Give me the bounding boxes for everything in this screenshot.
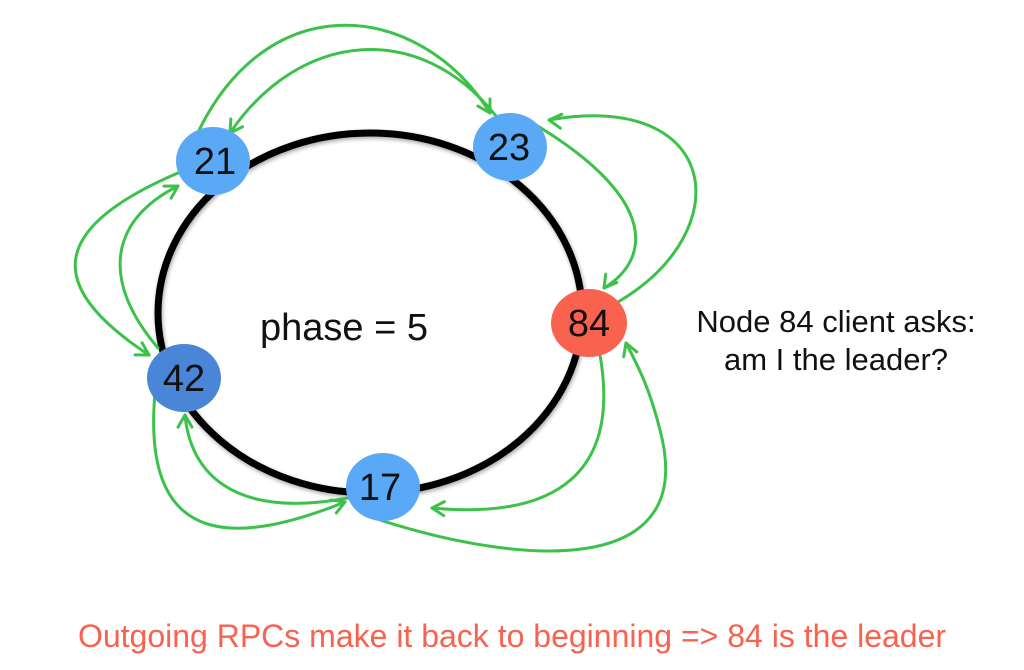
arrowhead-icon-84-to-17 bbox=[430, 500, 446, 518]
node-84-circle bbox=[551, 289, 627, 357]
phase-label: phase = 5 bbox=[260, 307, 428, 349]
annotation-line-1: Node 84 client asks: bbox=[696, 304, 975, 339]
arrowhead-icon-17-to-42 bbox=[176, 413, 194, 429]
rpc-arrow-42-to-21 bbox=[118, 184, 180, 350]
rpc-arrow-84-to-17 bbox=[430, 353, 606, 512]
node-17: 17 bbox=[346, 453, 420, 521]
node-21-circle bbox=[176, 127, 250, 195]
arrowhead-icon-23-to-84 bbox=[602, 272, 619, 290]
node-42-circle bbox=[147, 344, 221, 412]
arrowhead-icon-84-to-23 bbox=[547, 112, 564, 130]
rpc-arrows bbox=[73, 23, 698, 553]
rpc-arrow-42-to-17 bbox=[152, 391, 347, 530]
node-84-label: 84 bbox=[568, 303, 610, 345]
node-23-label: 23 bbox=[488, 127, 530, 169]
arrowhead-icon-42-to-17 bbox=[329, 498, 347, 515]
rpc-arrow-21-to-42 bbox=[73, 168, 187, 357]
arrowhead-icon-17-to-84 bbox=[622, 341, 639, 359]
node-17-label: 17 bbox=[359, 467, 401, 509]
node-23: 23 bbox=[473, 113, 547, 181]
rpc-arrow-17-to-42 bbox=[183, 413, 350, 505]
node-17-circle bbox=[346, 453, 420, 521]
arrowhead-icon-21-to-42 bbox=[133, 341, 151, 357]
caption: Outgoing RPCs make it back to beginning … bbox=[77, 618, 947, 654]
node-42: 42 bbox=[147, 344, 221, 412]
rpc-arrow-84-to-23 bbox=[547, 114, 698, 304]
node-21: 21 bbox=[176, 127, 250, 195]
node-23-circle bbox=[473, 113, 547, 181]
rpc-arrow-21-to-23 bbox=[188, 23, 492, 152]
rpc-arrow-17-to-84 bbox=[378, 341, 668, 553]
arrowhead-icon-21-to-23 bbox=[476, 97, 492, 115]
rpc-arrow-23-to-21 bbox=[228, 48, 498, 135]
annotation-line-2: am I the leader? bbox=[724, 342, 948, 377]
arrowhead-icon-42-to-21 bbox=[162, 184, 180, 200]
node-84: 84 bbox=[551, 289, 627, 357]
node-42-label: 42 bbox=[163, 358, 205, 400]
node-21-label: 21 bbox=[194, 141, 236, 183]
rpc-arrow-23-to-84 bbox=[534, 123, 638, 290]
